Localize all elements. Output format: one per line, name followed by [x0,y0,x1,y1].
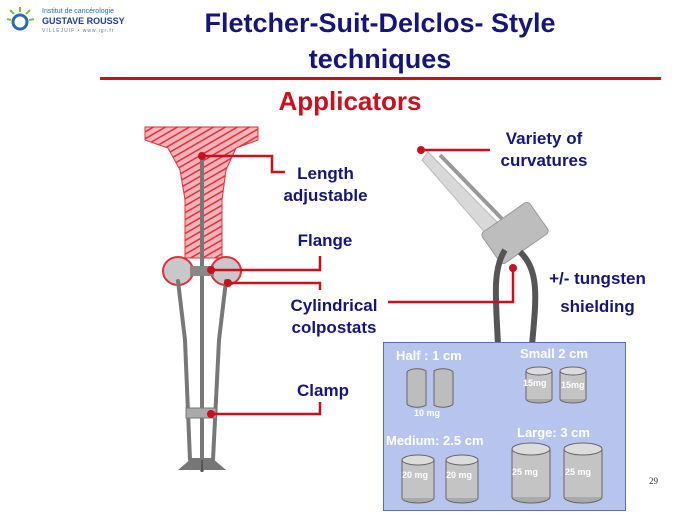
size-small-mg-2: 15mg [561,380,585,390]
tandem-applicator [421,151,549,346]
size-small-label: Small 2 cm [520,346,588,361]
size-large-mg-2: 25 mg [565,467,592,477]
size-medium-mg-2: 20 mg [446,470,473,480]
label-variety-of-curvatures: Variety of curvatures [488,128,600,172]
page-number: 29 [649,476,658,486]
leader-dots-left [198,152,232,418]
colpostat-sizes-panel: Half : 1 cm Small 2 cm 10 mg 15mg 15mg L… [383,342,626,511]
label-length-line1: Length [297,164,354,183]
logo-line-1: Institut de cancérologie [42,8,114,15]
label-length-adjustable: Length adjustable [273,163,378,207]
size-medium-label: Medium: 2.5 cm [386,433,484,448]
label-variety-line2: curvatures [500,151,588,170]
leader-dots-right [417,146,517,272]
label-cylindrical-line1: Cylindrical [290,296,378,315]
medium-cylinder-icon-1 [401,454,435,504]
label-length-line2: adjustable [283,186,368,205]
size-small-mg-1: 15mg [523,378,547,388]
size-half-label: Half : 1 cm [396,348,462,363]
institute-logo: Institut de cancérologie GUSTAVE ROUSSY … [4,4,154,38]
label-cylindrical-line2: colpostats [291,318,377,337]
logo-mark-icon [6,7,35,31]
handle-end [178,458,226,472]
label-flange: Flange [297,231,353,250]
small-cylinder-icon-2 [559,366,587,404]
leader-lines-right [388,148,515,304]
label-tungsten-shielding: +/- tungsten shielding [530,265,665,321]
slide-subtitle: Applicators [278,86,422,116]
label-variety-line1: Variety of [505,129,583,148]
title-divider [100,77,661,80]
flange-plate [190,266,214,276]
size-half-mg: 10 mg [414,408,441,418]
logo-line-2: GUSTAVE ROUSSY [42,16,125,26]
slide-title-line-2: techniques [308,44,452,74]
label-tungsten-line1: +/- tungsten [549,269,646,288]
label-clamp: Clamp [297,381,349,400]
label-cylindrical-colpostats: Cylindrical colpostats [272,295,396,339]
size-large-label: Large: 3 cm [517,425,590,440]
medium-cylinder-icon-2 [445,454,479,504]
size-medium-mg-1: 20 mg [402,470,429,480]
small-cylinder-icon-1 [525,366,553,404]
label-tungsten-line2: shielding [560,297,635,316]
large-cylinder-icon-2 [563,442,603,504]
logo-line-3: VILLEJUIF • www.igr.fr [42,28,115,34]
size-large-mg-1: 25 mg [512,467,539,477]
slide-title-line-1: Fletcher-Suit-Delclos- Style [204,8,556,38]
half-cylinder-icon [406,368,454,408]
leader-lines-left [202,154,322,416]
large-cylinder-icon-1 [511,442,551,504]
